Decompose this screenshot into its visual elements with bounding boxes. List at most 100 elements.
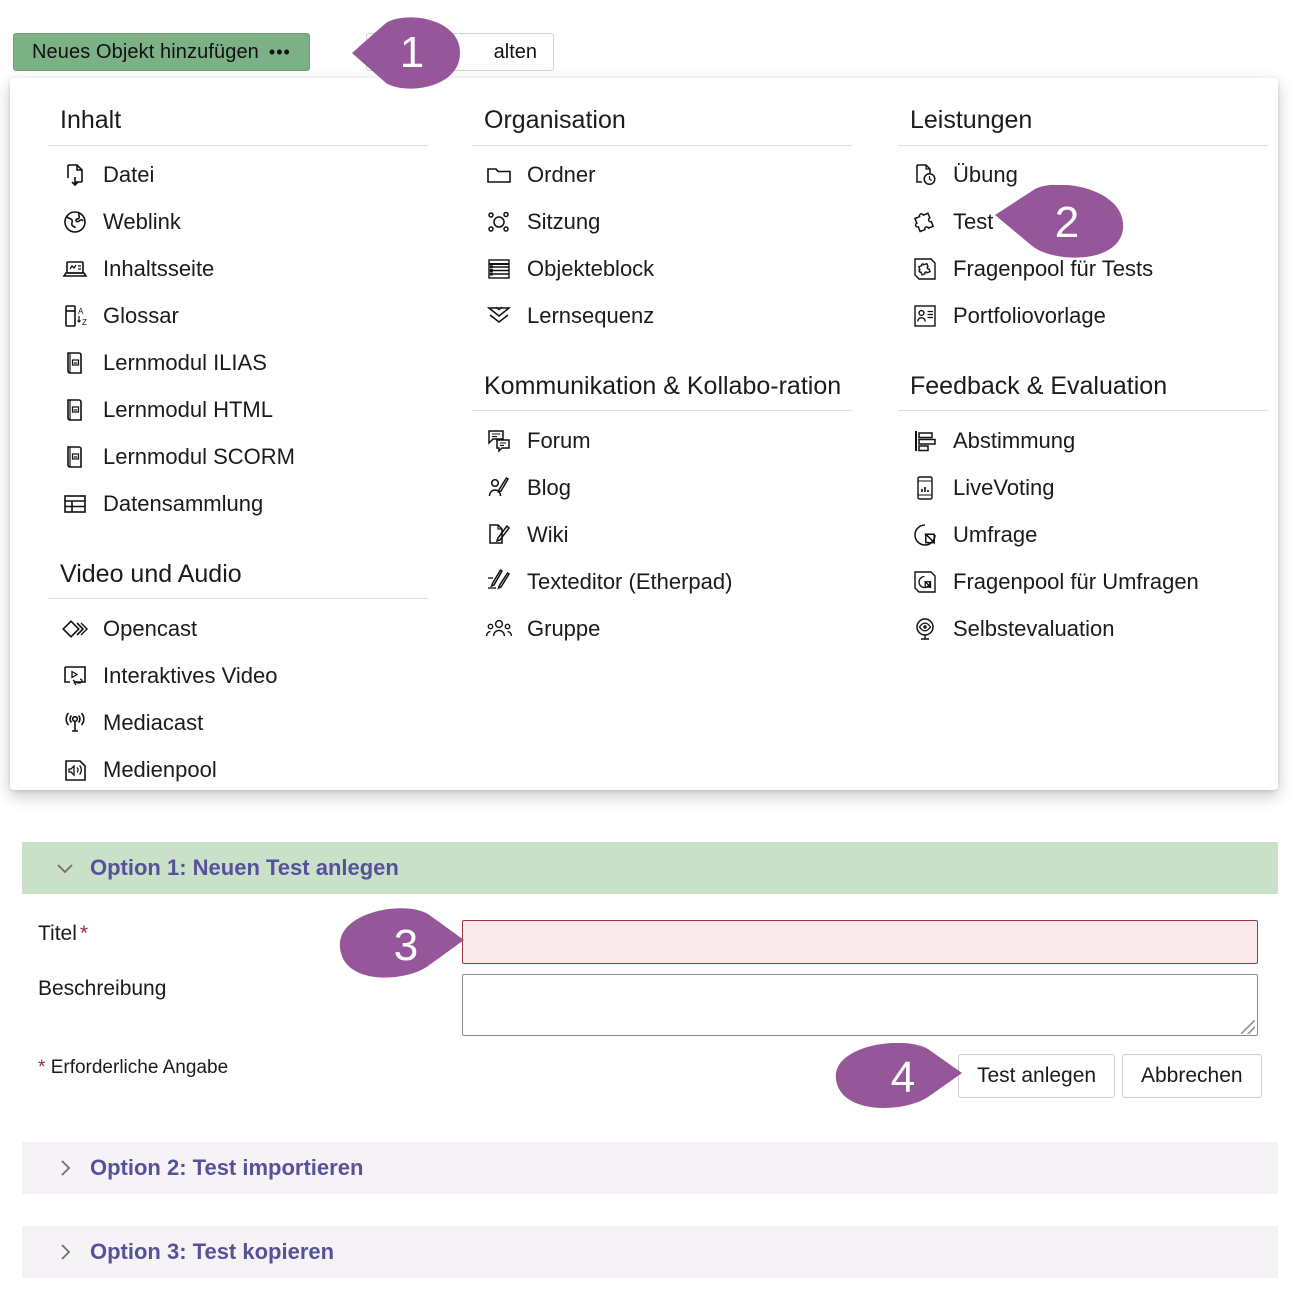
group-kommunikation-kollaboration: Kommunikation & Kollabo-ration Forum [472,372,852,653]
menu-item-label: Datei [103,162,155,187]
menu-item-label: Ordner [527,162,596,187]
menu-item-livevoting[interactable]: LiveVoting [898,464,1268,511]
create-test-button[interactable]: Test anlegen [958,1054,1116,1098]
title-input[interactable] [462,920,1258,964]
menu-item-fragenpool-fuer-umfragen[interactable]: Fragenpool für Umfragen [898,558,1268,605]
menu-item-forum[interactable]: Forum [472,417,852,464]
required-note: * Erforderliche Angabe [38,1057,228,1079]
menu-item-gruppe[interactable]: Gruppe [472,605,852,652]
menu-item-label: Fragenpool für Umfragen [953,568,1199,594]
description-textarea[interactable] [462,974,1258,1036]
option-1-header[interactable]: Option 1: Neuen Test anlegen [22,842,1278,894]
file-download-icon [60,160,90,190]
dropdown-columns: Inhalt Datei [10,78,1278,790]
globe-icon [60,207,90,237]
option-1-title: Option 1: Neuen Test anlegen [90,855,399,880]
broadcast-icon [60,708,90,738]
menu-item-umfrage[interactable]: Umfrage [898,511,1268,558]
add-new-object-button[interactable]: Neues Objekt hinzufügen ••• [13,33,310,71]
manage-button-label: alten [493,40,537,63]
group-title-kommunikation: Kommunikation & Kollabo-ration [472,372,852,411]
menu-item-interaktives-video[interactable]: Interaktives Video [48,652,428,699]
option-2-header[interactable]: Option 2: Test importieren [22,1142,1278,1194]
cancel-button[interactable]: Abbrechen [1122,1054,1262,1098]
exercise-clock-icon [910,160,940,190]
menu-item-sitzung[interactable]: Sitzung [472,199,852,246]
required-note-text: Erforderliche Angabe [50,1057,229,1078]
required-asterisk: * [79,922,89,945]
learning-sequence-icon [484,301,514,331]
menu-item-ordner[interactable]: Ordner [472,152,852,199]
teardrop-pointer-icon [352,17,460,89]
survey-pool-icon [910,567,940,597]
menu-item-texteditor-etherpad[interactable]: Texteditor (Etherpad) [472,558,852,605]
menu-item-label: Inhaltsseite [103,256,215,281]
menu-item-opencast[interactable]: Opencast [48,605,428,652]
menu-item-selbstevaluation[interactable]: Selbstevaluation [898,605,1268,652]
option-2-section: Option 2: Test importieren [22,1142,1278,1194]
teardrop-pointer-icon [995,185,1127,261]
option-2-title: Option 2: Test importieren [90,1155,364,1180]
menu-item-lernsequenz[interactable]: Lernsequenz [472,293,852,340]
eye-evaluation-icon [910,614,940,644]
forum-icon [484,426,514,456]
menu-item-fragenpool-fuer-tests[interactable]: Fragenpool für Tests [898,246,1268,293]
menu-item-datei[interactable]: Datei [48,152,428,199]
title-label-text: Titel [38,922,77,945]
menu-item-datensammlung[interactable]: Datensammlung [48,481,428,528]
menu-item-label: Weblink [103,209,181,234]
question-pool-icon [910,254,940,284]
group-leistungen: Leistungen Übung [898,106,1268,340]
menu-item-test[interactable]: Test [898,199,1268,246]
group-title-organisation: Organisation [472,106,852,146]
menu-item-portfoliovorlage[interactable]: Portfoliovorlage [898,293,1268,340]
menu-item-label: Lernmodul HTML [103,397,273,422]
step-badge-1: 1 [352,17,460,89]
top-toolbar: Neues Objekt hinzufügen ••• alten [0,0,1300,85]
menu-item-label: Mediacast [103,709,204,735]
menu-item-label: Forum [527,427,591,453]
menu-item-blog[interactable]: Blog [472,464,852,511]
blog-icon [484,473,514,503]
add-new-object-label: Neues Objekt hinzufügen [32,40,259,63]
dropdown-column-organisation: Organisation Ordner [472,106,852,652]
mobile-chart-icon [910,473,940,503]
menu-item-glossar[interactable]: A Z Glossar [48,293,428,340]
menu-item-inhaltsseite[interactable]: Inhaltsseite [48,246,428,293]
content-page-icon [60,254,90,284]
menu-item-lernmodul-html[interactable]: Lernmodul HTML [48,387,428,434]
menu-item-label: Opencast [103,615,198,641]
menu-item-medienpool[interactable]: Medienpool [48,746,428,793]
menu-item-lernmodul-ilias[interactable]: Lernmodul ILIAS [48,340,428,387]
menu-item-label: Umfrage [953,521,1038,547]
menu-item-label: Medienpool [103,756,217,782]
menu-item-mediacast[interactable]: Mediacast [48,699,428,746]
menu-item-label: Blog [527,474,572,500]
group-organisation: Organisation Ordner [472,106,852,340]
menu-item-abstimmung[interactable]: Abstimmung [898,417,1268,464]
menu-item-weblink[interactable]: Weblink [48,199,428,246]
ellipsis-icon: ••• [268,41,291,62]
menu-item-label: Objekteblock [527,256,655,281]
learning-module-icon [60,348,90,378]
wiki-icon [484,520,514,550]
step-badge-number: 2 [1054,198,1080,247]
table-icon [60,489,90,519]
learning-module-icon [60,395,90,425]
menu-item-wiki[interactable]: Wiki [472,511,852,558]
resize-grip-icon[interactable] [1241,1020,1255,1034]
menu-item-lernmodul-scorm[interactable]: Lernmodul SCORM [48,434,428,481]
menu-item-objekteblock[interactable]: Objekteblock [472,246,852,293]
step-badge-4: 4 [832,1043,962,1113]
group-title-video-und-audio: Video und Audio [48,560,428,599]
menu-item-label: Datensammlung [103,491,264,516]
option-3-header[interactable]: Option 3: Test kopieren [22,1226,1278,1278]
menu-item-uebung[interactable]: Übung [898,152,1268,199]
folder-icon [484,160,514,190]
menu-item-label: Sitzung [527,209,601,234]
menu-item-label: Lernmodul ILIAS [103,350,267,375]
step-badge-number: 3 [393,921,419,970]
option-3-section: Option 3: Test kopieren [22,1226,1278,1278]
step-badge-number: 4 [890,1053,916,1102]
